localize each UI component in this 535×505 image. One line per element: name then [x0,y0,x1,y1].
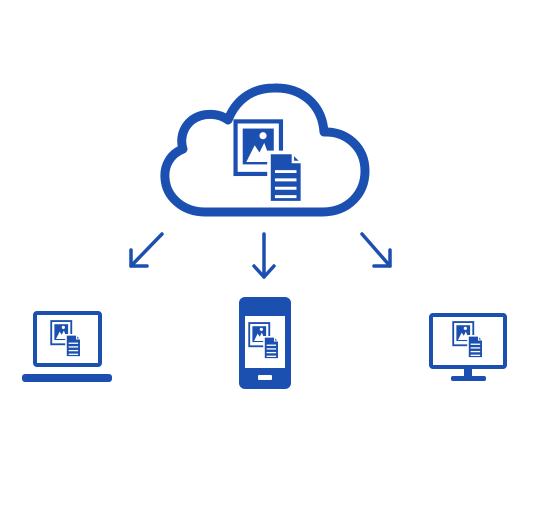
phone-home-button [258,375,272,380]
cloud-node [160,83,370,217]
desktop-node [429,313,507,381]
laptop-base [22,374,112,382]
phone-node [239,297,291,389]
monitor-foot [451,376,486,381]
arrow-to-desktop [360,232,392,268]
arrow-to-laptop [129,232,164,268]
monitor-stand [464,367,472,376]
arrow-to-phone [252,232,276,279]
laptop-node [22,311,112,382]
